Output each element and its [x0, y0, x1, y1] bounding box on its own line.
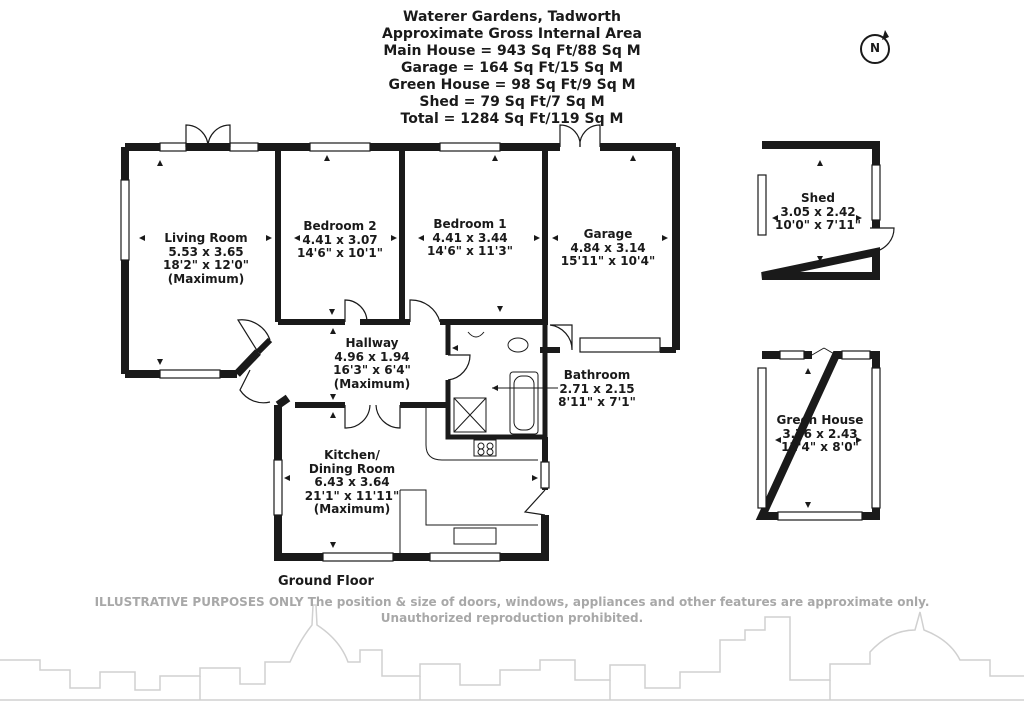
plan-title: Waterer Gardens, Tadworth: [403, 9, 621, 25]
room-dims-metric: 4.84 x 3.14: [570, 240, 646, 255]
room-dims-imperial: 16'3" x 6'4": [333, 363, 411, 377]
room-name-cont: Dining Room: [308, 461, 396, 476]
room-dims-metric: 4.96 x 1.94: [334, 349, 410, 364]
room-dims-imperial: 12'4" x 8'0": [781, 440, 859, 454]
area-main-house: Main House = 943 Sq Ft/88 Sq M: [383, 43, 641, 59]
area-green-house: Green House = 98 Sq Ft/9 Sq M: [388, 77, 636, 93]
area-garage: Garage = 164 Sq Ft/15 Sq M: [401, 60, 623, 76]
skyline-watermark: [0, 604, 1024, 701]
doors: [185, 124, 895, 516]
room-dims-imperial: 15'11" x 10'4": [560, 254, 656, 268]
room-name: Hallway: [345, 336, 399, 350]
room-label-bedroom-1: Bedroom 1 4.41 x 3.44 14'6" x 11'3": [426, 217, 514, 259]
room-note: (Maximum): [313, 502, 391, 516]
room-label-bathroom: Bathroom 2.71 x 2.15 8'11" x 7'1": [558, 368, 636, 410]
room-dims-metric: 4.41 x 3.44: [432, 230, 508, 245]
disclaimer-line-2: Unauthorized reproduction prohibited.: [380, 611, 644, 625]
room-dims-metric: 5.53 x 3.65: [168, 244, 244, 259]
area-shed: Shed = 79 Sq Ft/7 Sq M: [419, 94, 605, 110]
room-dims-imperial: 10'0" x 7'11": [774, 218, 862, 232]
disclaimer-line-1: ILLUSTRATIVE PURPOSES ONLY The position …: [94, 595, 930, 609]
room-label-hallway: Hallway 4.96 x 1.94 16'3" x 6'4" (Maximu…: [333, 336, 411, 391]
dimension-ticks: [139, 155, 862, 548]
greenhouse-walls: [755, 347, 881, 521]
room-label-kitchen-dining: Kitchen/ Dining Room 6.43 x 3.64 21'1" x…: [304, 448, 400, 517]
room-dims-imperial: 8'11" x 7'1": [558, 395, 636, 409]
room-dims-metric: 3.05 x 2.42: [780, 204, 856, 219]
room-dims-imperial: 21'1" x 11'11": [304, 488, 400, 503]
room-name: Garage: [583, 227, 633, 241]
room-name: Bedroom 2: [303, 219, 377, 233]
room-dims-metric: 4.41 x 3.07: [302, 232, 378, 247]
room-label-living-room: Living Room 5.53 x 3.65 18'2" x 12'0" (M…: [162, 231, 250, 286]
room-name: Living Room: [164, 231, 248, 245]
shed-walls: [757, 141, 881, 280]
kitchen-units: [399, 405, 538, 553]
windows: [120, 142, 661, 562]
floor-label: Ground Floor: [278, 574, 374, 589]
room-note: (Maximum): [333, 376, 411, 391]
room-dims-imperial: 18'2" x 12'0": [162, 258, 250, 272]
room-name: Kitchen/: [324, 448, 380, 462]
room-label-bedroom-2: Bedroom 2 4.41 x 3.07 14'6" x 10'1": [296, 219, 384, 261]
room-dims-imperial: 14'6" x 11'3": [426, 244, 514, 258]
room-name: Bathroom: [563, 368, 631, 382]
north-compass-icon: [860, 30, 890, 64]
room-note: (Maximum): [167, 271, 245, 286]
room-dims-metric: 3.76 x 2.43: [782, 426, 858, 441]
room-dims-imperial: 14'6" x 10'1": [296, 246, 384, 260]
room-name: Green House: [776, 413, 864, 427]
room-dims-metric: 6.43 x 3.64: [314, 475, 390, 489]
room-name: Shed: [801, 191, 835, 205]
room-label-green-house: Green House 3.76 x 2.43 12'4" x 8'0": [776, 413, 864, 455]
bathroom-fixtures: [453, 331, 539, 435]
plan-subtitle: Approximate Gross Internal Area: [382, 26, 642, 42]
room-label-shed: Shed 3.05 x 2.42 10'0" x 7'11": [774, 191, 862, 233]
area-total: Total = 1284 Sq Ft/119 Sq M: [400, 111, 624, 127]
room-dims-metric: 2.71 x 2.15: [559, 381, 635, 396]
compass-letter: N: [869, 41, 881, 55]
room-name: Bedroom 1: [433, 217, 507, 231]
room-label-garage: Garage 4.84 x 3.14 15'11" x 10'4": [560, 227, 656, 269]
